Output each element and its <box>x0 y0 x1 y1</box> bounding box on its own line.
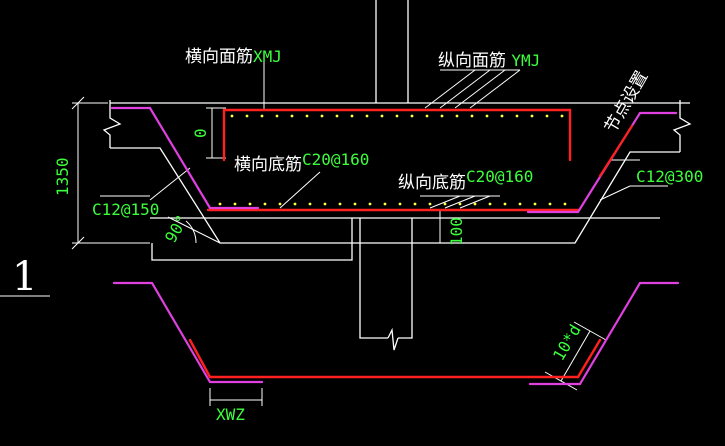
rebar-dot <box>470 114 474 118</box>
rebar-top-section <box>110 106 678 214</box>
rebar-dot <box>245 114 249 118</box>
label-node-setting: 节点设置 <box>601 68 652 137</box>
svg-text:纵向底筋C20@160: 纵向底筋C20@160 <box>398 167 533 193</box>
label-longitudinal-bottom-spec: C20@160 <box>466 167 533 186</box>
rebar-dot <box>365 114 369 118</box>
left-bent-rebar <box>110 106 260 210</box>
rebar-dot <box>473 202 477 206</box>
rebar-dot <box>500 114 504 118</box>
label-longitudinal-top: 纵向面筋 <box>438 51 506 71</box>
rebar-dot <box>440 114 444 118</box>
rebar-dot <box>530 114 534 118</box>
foundation-outline <box>102 0 692 351</box>
rebar-dot <box>338 202 342 206</box>
rebar-dot <box>443 202 447 206</box>
dim-bend-length: XWZ <box>216 405 245 424</box>
rebar-dot <box>368 202 372 206</box>
rebar-dot <box>293 202 297 206</box>
rebar-dot <box>263 202 267 206</box>
rebar-dot <box>455 114 459 118</box>
rebar-dot <box>398 202 402 206</box>
rebar-dot <box>350 114 354 118</box>
text-labels: 横向面筋XMJ 纵向面筋 YMJ 节点设置 横向底筋C20@160 纵向底筋C2… <box>12 47 703 424</box>
rebar-dot <box>260 114 264 118</box>
rebar-dot <box>290 114 294 118</box>
rebar-lower-detail <box>112 281 680 386</box>
section-number: 1 <box>12 254 37 300</box>
rebar-dot <box>458 202 462 206</box>
rebar-dot <box>353 202 357 206</box>
rebar-dot <box>413 202 417 206</box>
dim-bottom-cover: 100 <box>447 217 466 246</box>
angle-label: 90° <box>161 211 192 246</box>
rebar-dot <box>563 202 567 206</box>
lower-main-rebar <box>188 338 602 379</box>
label-transverse-bottom: 横向底筋 <box>234 155 302 175</box>
rebar-dot <box>305 114 309 118</box>
rebar-dot <box>548 202 552 206</box>
rebar-dot <box>395 114 399 118</box>
rebar-dot <box>545 114 549 118</box>
label-stirrup-left: C12@150 <box>92 200 159 219</box>
rebar-dot <box>515 114 519 118</box>
rebar-dot <box>218 202 222 206</box>
dim-anchor-length: 10*d <box>549 321 585 364</box>
rebar-dot <box>230 114 234 118</box>
leader-lines <box>100 60 668 209</box>
rebar-dots <box>218 114 567 206</box>
svg-text:纵向面筋 YMJ: 纵向面筋 YMJ <box>438 51 540 71</box>
rebar-dot <box>380 114 384 118</box>
rebar-dot <box>320 114 324 118</box>
label-transverse-top-code: XMJ <box>253 47 282 66</box>
rebar-dot <box>560 114 564 118</box>
label-transverse-top: 横向面筋 <box>185 47 253 67</box>
rebar-dot <box>488 202 492 206</box>
rebar-dot <box>278 202 282 206</box>
svg-text:横向底筋C20@160: 横向底筋C20@160 <box>234 150 369 175</box>
rebar-dot <box>275 114 279 118</box>
right-slope-rebar-red <box>598 124 634 178</box>
dim-height: 1350 <box>53 157 72 196</box>
rebar-dot <box>410 114 414 118</box>
svg-text:横向面筋XMJ: 横向面筋XMJ <box>185 47 282 67</box>
rebar-dot <box>428 202 432 206</box>
rebar-dot <box>335 114 339 118</box>
label-longitudinal-top-code: YMJ <box>511 51 540 70</box>
label-transverse-bottom-spec: C20@160 <box>302 150 369 169</box>
lower-bent-rebar <box>112 281 264 384</box>
rebar-dot <box>248 202 252 206</box>
dimension-lines <box>0 96 607 406</box>
rebar-dot <box>533 202 537 206</box>
rebar-dot <box>503 202 507 206</box>
rebar-dot <box>323 202 327 206</box>
rebar-dot <box>233 202 237 206</box>
rebar-dot <box>485 114 489 118</box>
lower-bent-rebar-right <box>528 281 680 386</box>
rebar-dot <box>308 202 312 206</box>
rebar-dot <box>383 202 387 206</box>
top-rebar-red <box>222 108 572 162</box>
dim-top-offset: 0 <box>191 128 210 138</box>
label-longitudinal-bottom: 纵向底筋 <box>398 173 466 193</box>
label-stirrup-right: C12@300 <box>636 167 703 186</box>
rebar-dot <box>425 114 429 118</box>
rebar-dot <box>518 202 522 206</box>
